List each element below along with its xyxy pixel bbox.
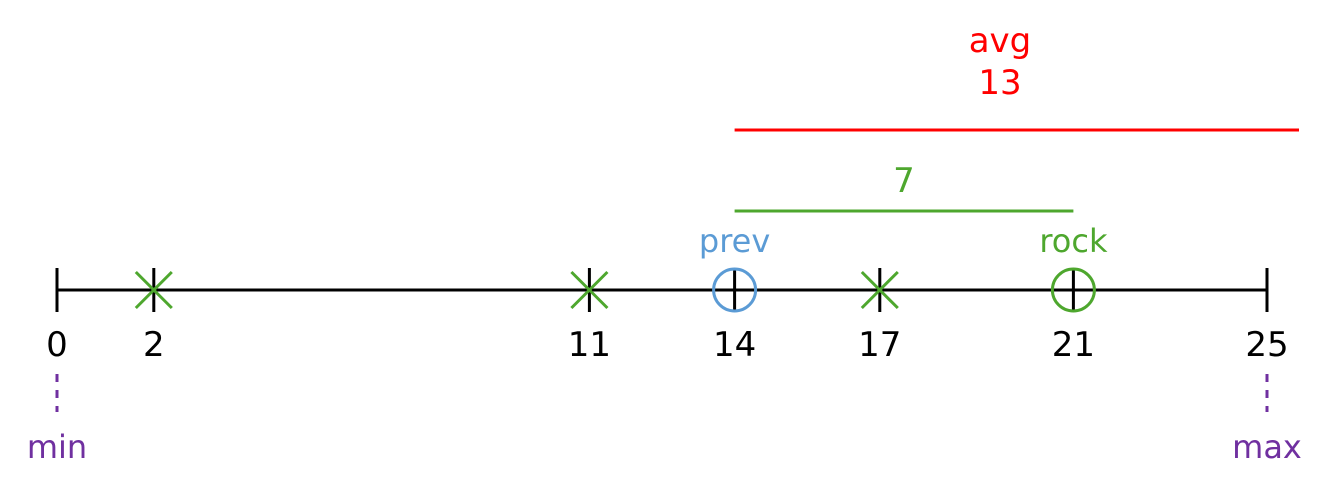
tick-label: 0 [46,325,68,365]
avg-range-title: avg [969,21,1032,61]
circle-markers: prev rock [699,222,1108,313]
x-marker [570,270,609,310]
tick-label: 2 [143,325,165,365]
rock-circle-marker [1050,267,1096,313]
tick-label: 25 [1245,325,1288,365]
axis-ticks: 0 2 11 14 17 21 25 [46,268,1289,365]
max-label: max [1232,428,1302,466]
avg-range-value: 13 [978,63,1021,103]
bounds: min max [27,374,1302,466]
distance-range-value: 7 [893,161,915,201]
prev-circle-marker [712,267,758,313]
tick-label: 14 [713,325,756,365]
x-marker [134,270,173,310]
tick-label: 17 [858,325,901,365]
rock-label: rock [1039,222,1108,260]
min-label: min [27,428,87,466]
tick-label: 21 [1052,325,1095,365]
tick-label: 11 [568,325,611,365]
ranges: avg 13 7 [734,21,1299,213]
prev-label: prev [699,222,770,260]
x-markers [134,270,899,310]
x-marker [860,270,899,310]
